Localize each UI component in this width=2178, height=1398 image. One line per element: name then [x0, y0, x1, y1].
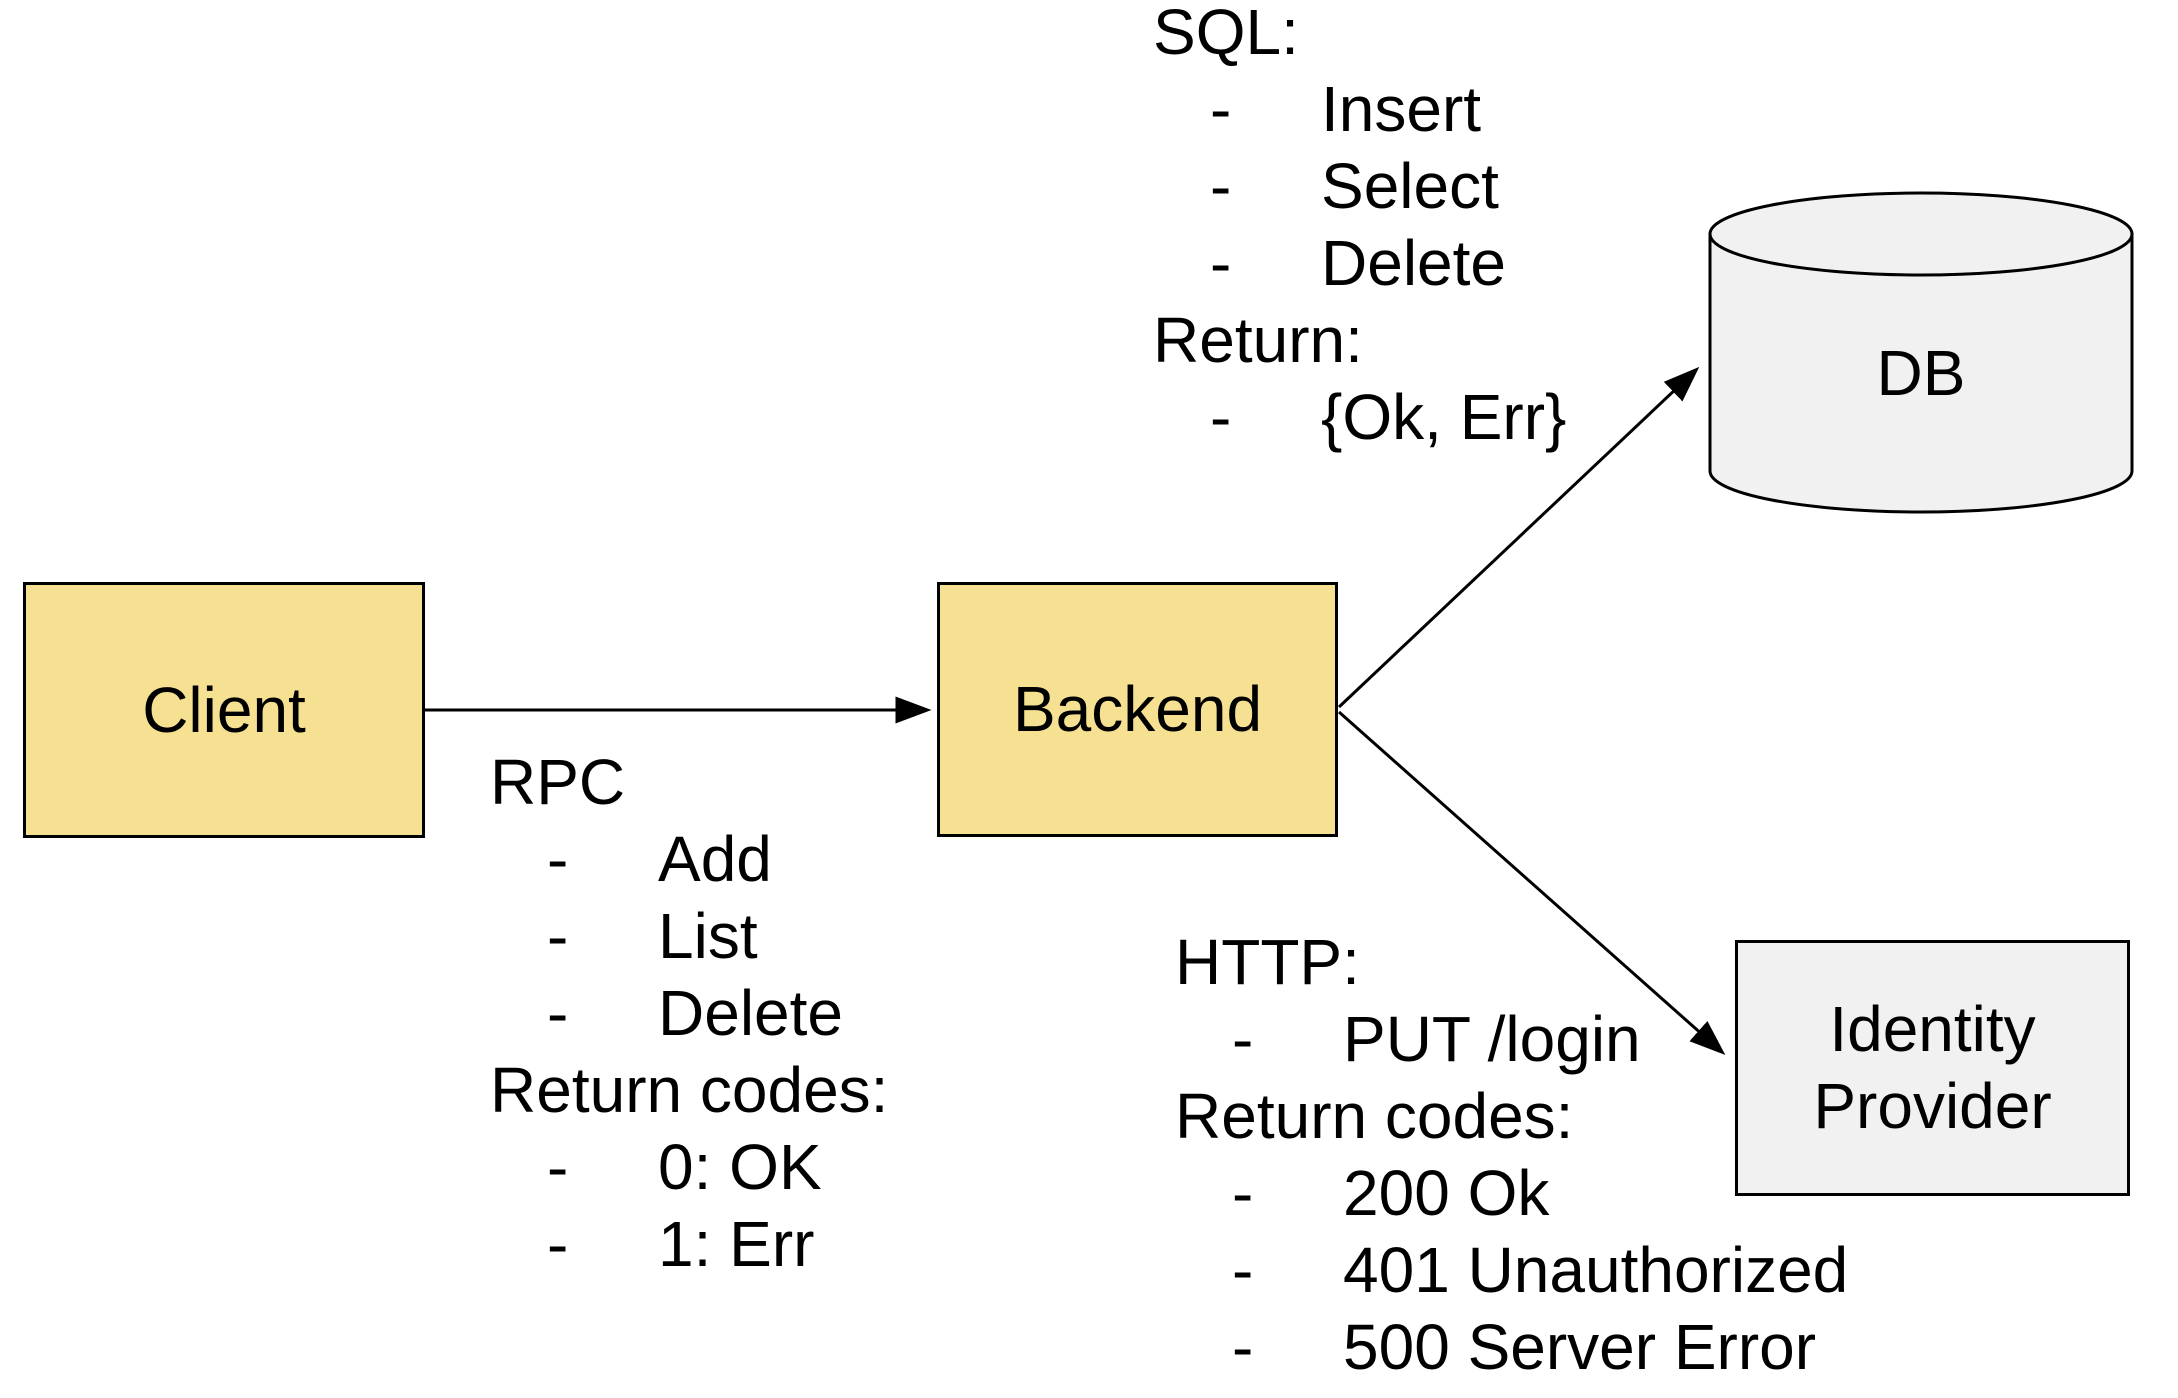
bullet-dash: - [547, 977, 569, 1049]
rpc-annotation-block: RPC -Add -List -Delete Return codes: -0:… [490, 744, 888, 1283]
bullet-dash: - [1232, 1234, 1254, 1306]
rpc-return-codes-header: Return codes: [490, 1054, 889, 1126]
sql-return-header: Return: [1153, 304, 1363, 376]
bullet-dash: - [1210, 73, 1232, 145]
http-annotation-block: HTTP: -PUT /login Return codes: -200 Ok … [1175, 924, 1848, 1386]
bullet-dash: - [1210, 381, 1232, 453]
rpc-item-0-ok: -0: OK [490, 1129, 888, 1206]
sql-header: SQL: [1153, 0, 1299, 68]
client-node-label: Client [142, 673, 306, 746]
bullet-dash: - [1232, 1311, 1254, 1383]
arrow-backend-to-db [1337, 366, 1700, 709]
client-node: Client [23, 582, 425, 838]
sql-item-select: -Select [1153, 148, 1566, 225]
http-header: HTTP: [1175, 926, 1360, 998]
sql-item-ok-err: -{Ok, Err} [1153, 379, 1566, 456]
bullet-dash: - [547, 1131, 569, 1203]
db-node-label: DB [1876, 336, 1966, 409]
rpc-header: RPC [490, 746, 626, 818]
http-item-put-login: -PUT /login [1175, 1001, 1848, 1078]
rpc-item-1-err: -1: Err [490, 1206, 888, 1283]
bullet-dash: - [1232, 1157, 1254, 1229]
bullet-dash: - [1232, 1003, 1254, 1075]
http-item-500-server-error: -500 Server Error [1175, 1309, 1848, 1386]
identity-provider-label-line2: Provider [1813, 1070, 2052, 1142]
db-node: DB [1710, 234, 2132, 512]
backend-node-label: Backend [1012, 673, 1263, 745]
http-item-200-ok: -200 Ok [1175, 1155, 1848, 1232]
bullet-dash: - [547, 1208, 569, 1280]
http-item-401-unauthorized: -401 Unauthorized [1175, 1232, 1848, 1309]
sql-annotation-block: SQL: -Insert -Select -Delete Return: -{O… [1153, 0, 1566, 456]
bullet-dash: - [547, 823, 569, 895]
bullet-dash: - [1210, 150, 1232, 222]
bullet-dash: - [1210, 227, 1232, 299]
sql-item-delete: -Delete [1153, 225, 1566, 302]
rpc-item-add: -Add [490, 821, 888, 898]
identity-provider-node: Identity Provider [1735, 940, 2130, 1196]
db-cylinder-shape [1708, 191, 2134, 514]
rpc-item-delete: -Delete [490, 975, 888, 1052]
arrow-backend-to-idp [1338, 710, 1726, 1055]
identity-provider-label-line1: Identity [1829, 993, 2036, 1065]
http-return-codes-header: Return codes: [1175, 1080, 1574, 1152]
rpc-item-list: -List [490, 898, 888, 975]
backend-node: Backend [937, 582, 1338, 837]
sql-item-insert: -Insert [1153, 71, 1566, 148]
bullet-dash: - [547, 900, 569, 972]
